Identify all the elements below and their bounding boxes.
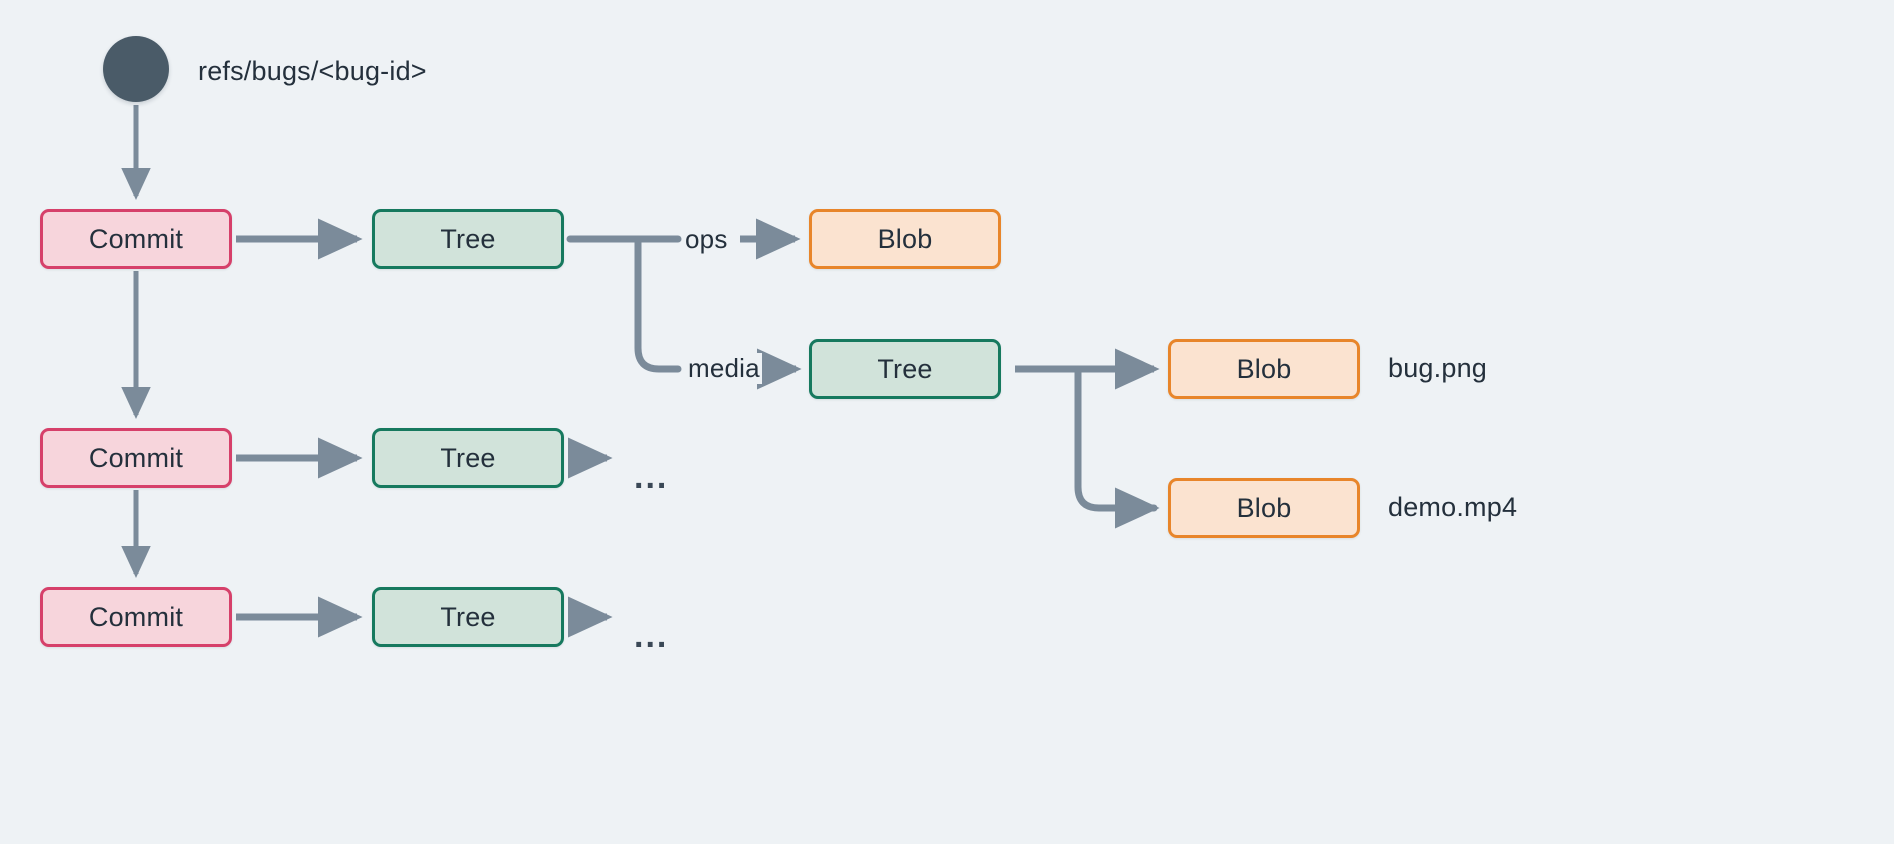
node-tree-media[interactable]: Tree [809, 339, 1001, 399]
node-blob-ops[interactable]: Blob [809, 209, 1001, 269]
edge-label-ops: ops [683, 224, 730, 255]
node-commit-1[interactable]: Commit [40, 209, 232, 269]
edge-tree1-to-media [634, 235, 682, 373]
node-commit-3[interactable]: Commit [40, 587, 232, 647]
file-label-demo-mp4: demo.mp4 [1388, 492, 1518, 522]
ref-label: refs/bugs/<bug-id> [198, 56, 427, 86]
node-tree-1[interactable]: Tree [372, 209, 564, 269]
ref-circle-icon [103, 36, 169, 102]
ellipsis-after-tree-2: ... [634, 458, 669, 496]
edge-treemedia-to-blobmp4 [1074, 365, 1160, 529]
edge-label-media: media [686, 353, 762, 384]
file-label-bug-png: bug.png [1388, 353, 1487, 383]
node-tree-2[interactable]: Tree [372, 428, 564, 488]
node-commit-2[interactable]: Commit [40, 428, 232, 488]
node-blob-bug-png[interactable]: Blob [1168, 339, 1360, 399]
ellipsis-after-tree-3: ... [634, 617, 669, 655]
node-tree-3[interactable]: Tree [372, 587, 564, 647]
node-blob-demo-mp4[interactable]: Blob [1168, 478, 1360, 538]
